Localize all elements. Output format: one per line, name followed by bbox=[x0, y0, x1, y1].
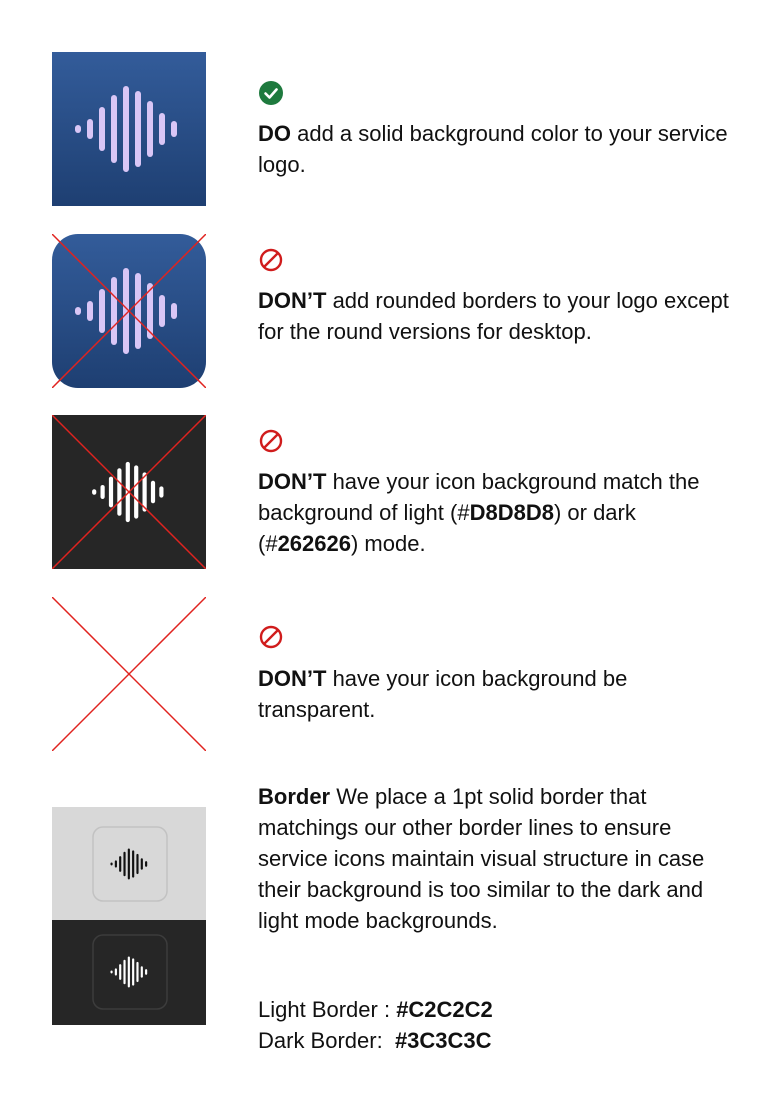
logo-rounded-border-example bbox=[52, 234, 206, 388]
guideline-lead: DON’T bbox=[258, 288, 327, 313]
border-lead: Border bbox=[258, 784, 331, 809]
cross-line bbox=[52, 597, 206, 751]
guideline-dont-rounded-borders: DON’T add rounded borders to your logo e… bbox=[258, 285, 738, 347]
light-border-value: #C2C2C2 bbox=[396, 997, 493, 1022]
guideline-text: add rounded borders to your logo except … bbox=[258, 288, 729, 344]
border-colors: Light Border : #C2C2C2 Dark Border: #3C3… bbox=[258, 994, 738, 1056]
prohibited-icon bbox=[258, 247, 286, 275]
guideline-lead: DO bbox=[258, 121, 291, 146]
cross-line bbox=[52, 415, 206, 569]
guideline-text: ) or dark (# bbox=[258, 500, 636, 556]
prohibited-icon bbox=[258, 428, 286, 456]
prohibited-icon bbox=[258, 624, 286, 652]
light-border-icon bbox=[92, 826, 168, 902]
logo-dark-background-example bbox=[52, 415, 206, 569]
guideline-text: add a solid background color to your ser… bbox=[258, 121, 728, 177]
guideline-text: have your icon background match the back… bbox=[258, 469, 700, 525]
logo-solid-background-example bbox=[52, 52, 206, 206]
guideline-text: have your icon background be transparent… bbox=[258, 666, 628, 722]
cross-line bbox=[52, 234, 206, 388]
dark-border-icon bbox=[92, 934, 168, 1010]
logo-transparent-example bbox=[52, 597, 206, 751]
guideline-lead: DON’T bbox=[258, 469, 327, 494]
guideline-text: ) mode. bbox=[350, 531, 426, 556]
border-note: Border We place a 1pt solid border that … bbox=[258, 781, 718, 936]
dark-mode-value: 262626 bbox=[277, 531, 351, 556]
dark-border-value: #3C3C3C bbox=[394, 1028, 492, 1053]
guideline-do-solid-background: DO add a solid background color to your … bbox=[258, 118, 738, 180]
guideline-lead: DON’T bbox=[258, 666, 327, 691]
check-circle-icon bbox=[258, 80, 286, 108]
light-border-line: Light Border : #C2C2C2 bbox=[258, 994, 738, 1025]
guideline-dont-match-background: DON’T have your icon background match th… bbox=[258, 466, 738, 559]
dark-border-line: Dark Border: #3C3C3C bbox=[258, 1025, 738, 1056]
light-border-label: Light Border : bbox=[258, 997, 397, 1022]
light-mode-value: D8D8D8 bbox=[469, 500, 554, 525]
dark-border-label: Dark Border: bbox=[258, 1028, 395, 1053]
guideline-dont-transparent: DON’T have your icon background be trans… bbox=[258, 663, 738, 725]
border-text: We place a 1pt solid border that matchin… bbox=[258, 784, 705, 933]
border-mode-example bbox=[52, 807, 206, 1025]
